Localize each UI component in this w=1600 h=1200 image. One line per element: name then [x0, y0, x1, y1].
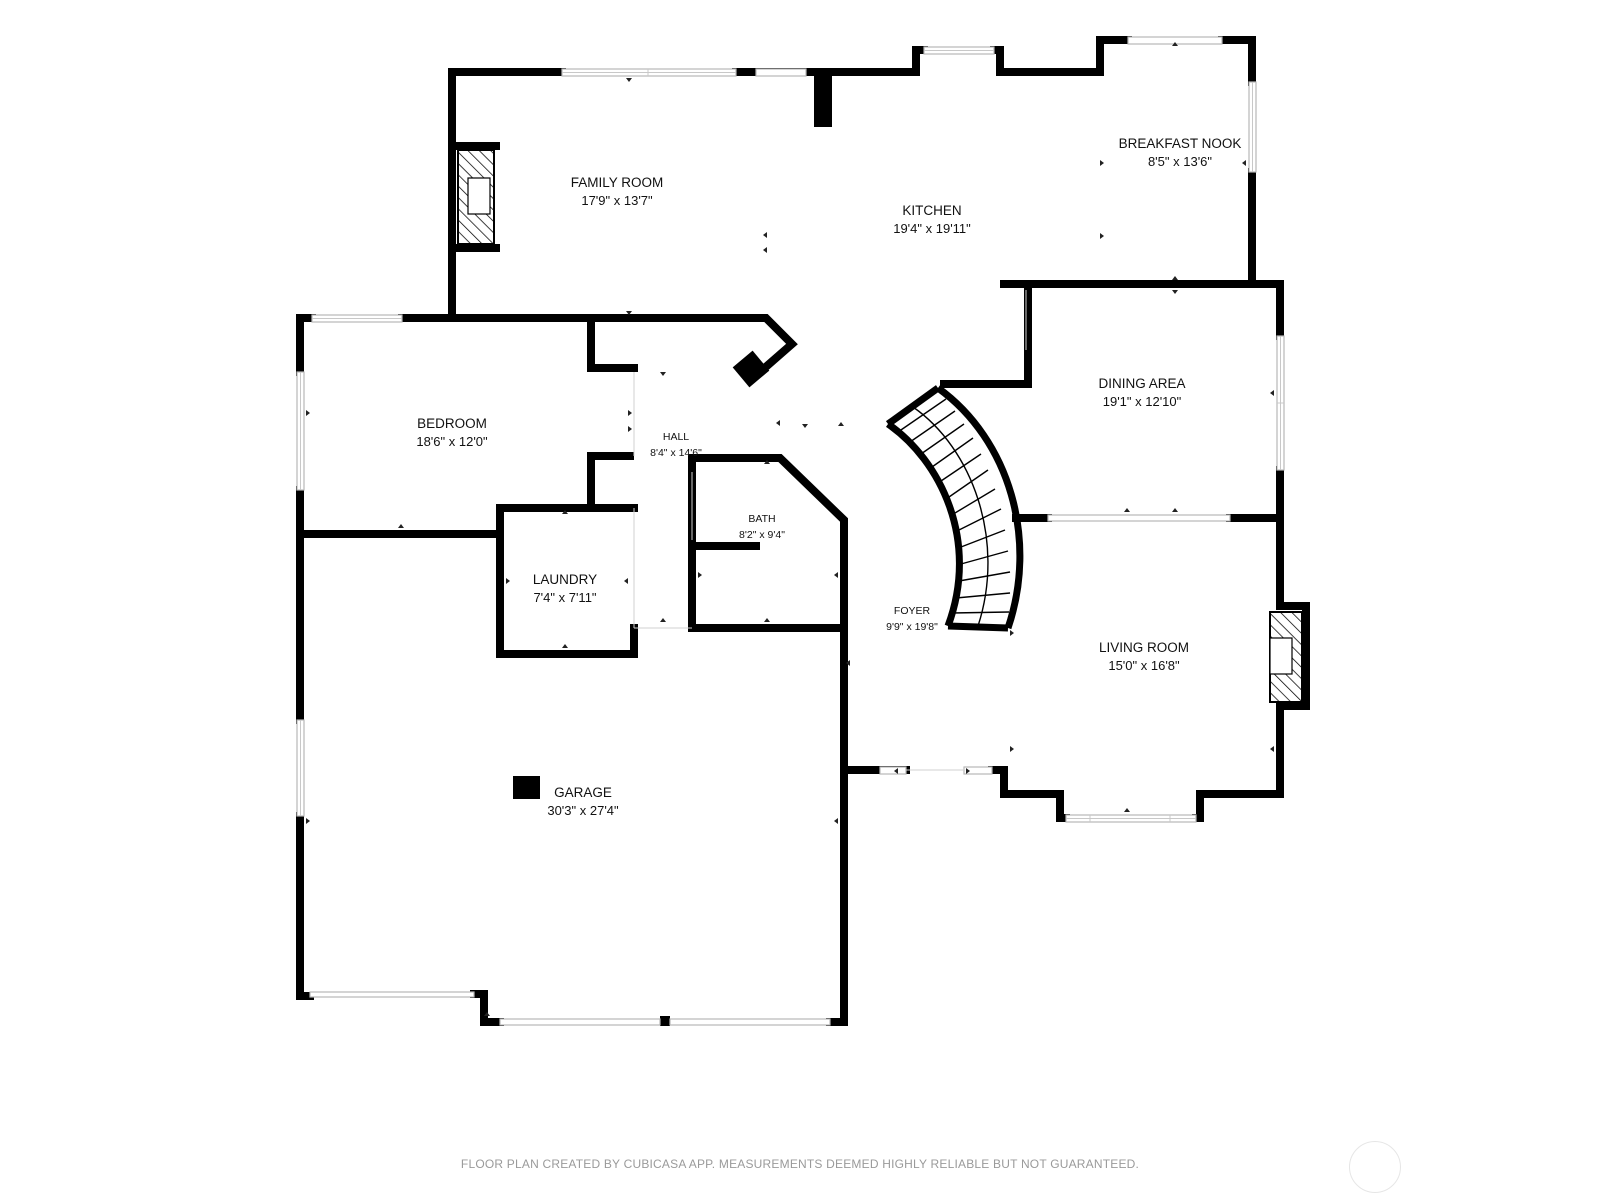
room-name: BATH — [748, 513, 775, 525]
room-name: FAMILY ROOM — [571, 175, 664, 190]
room-label-family-room: FAMILY ROOM 17'9" x 13'7" — [571, 175, 664, 208]
dimension-marker — [626, 78, 632, 82]
dimension-marker — [562, 644, 568, 648]
dimension-marker — [1010, 746, 1014, 752]
dimension-marker — [506, 578, 510, 584]
room-dimensions: 18'6" x 12'0" — [416, 434, 488, 449]
room-dimensions: 19'4" x 19'11" — [893, 221, 971, 236]
room-label-breakfast-nook: BREAKFAST NOOK 8'5" x 13'6" — [1119, 136, 1242, 169]
dimension-marker — [1172, 508, 1178, 512]
room-label-dining-area: DINING AREA 19'1" x 12'10" — [1098, 376, 1185, 409]
room-dimensions: 30'3" x 27'4" — [547, 803, 619, 818]
dimension-marker — [1270, 746, 1274, 752]
dimension-marker — [802, 424, 808, 428]
room-dimensions: 17'9" x 13'7" — [581, 193, 653, 208]
room-label-hall: HALL 8'4" x 14'6" — [650, 431, 702, 459]
room-label-garage: GARAGE 30'3" x 27'4" — [547, 785, 619, 818]
dimension-marker — [398, 524, 404, 528]
room-name: BEDROOM — [417, 416, 487, 431]
room-dimensions: 19'1" x 12'10" — [1103, 394, 1182, 409]
compass-icon — [1349, 1141, 1401, 1193]
dimension-marker — [698, 572, 702, 578]
dimension-marker — [1172, 276, 1178, 280]
room-label-living-room: LIVING ROOM 15'0" x 16'8" — [1099, 640, 1189, 673]
room-dimensions: 8'2" x 9'4" — [739, 529, 785, 541]
room-name: LIVING ROOM — [1099, 640, 1189, 655]
dimension-markers — [306, 42, 1274, 1016]
dimension-marker — [628, 426, 632, 432]
dimension-marker — [562, 510, 568, 514]
curved-staircase-icon — [885, 385, 1024, 632]
dimension-marker — [1124, 808, 1130, 812]
dimension-marker — [838, 422, 844, 426]
dimension-marker — [763, 247, 767, 253]
dimension-marker — [1270, 390, 1274, 396]
dimension-marker — [1172, 42, 1178, 46]
dimension-marker — [626, 311, 632, 315]
dimension-marker — [1242, 160, 1246, 166]
room-dimensions: 8'5" x 13'6" — [1148, 154, 1212, 169]
room-label-bath: BATH 8'2" x 9'4" — [739, 513, 785, 541]
fireplace-family-room — [457, 149, 495, 245]
fireplace-living-room — [1269, 611, 1303, 703]
dimension-marker — [306, 410, 310, 416]
dimension-marker — [628, 410, 632, 416]
dimension-marker — [834, 572, 838, 578]
room-name: HALL — [663, 431, 689, 443]
windows — [296, 36, 1285, 1026]
dimension-marker — [1172, 290, 1178, 294]
room-dimensions: 8'4" x 14'6" — [650, 447, 702, 459]
footer-disclaimer: FLOOR PLAN CREATED BY CUBICASA APP. MEAS… — [460, 1157, 1140, 1171]
room-label-foyer: FOYER 9'9" x 19'8" — [886, 605, 938, 633]
dimension-marker — [894, 768, 898, 774]
room-dimensions: 9'9" x 19'8" — [886, 621, 938, 633]
dimension-marker — [764, 460, 770, 464]
dimension-marker — [484, 1012, 490, 1016]
room-label-laundry: LAUNDRY 7'4" x 7'11" — [533, 572, 597, 605]
dimension-marker — [1100, 233, 1104, 239]
walls — [296, 36, 1310, 1026]
dimension-marker — [660, 618, 666, 622]
room-name: GARAGE — [554, 785, 612, 800]
room-name: DINING AREA — [1098, 376, 1185, 391]
dimension-marker — [306, 818, 310, 824]
room-name: BREAKFAST NOOK — [1119, 136, 1242, 151]
room-name: FOYER — [894, 605, 931, 617]
dimension-marker — [1100, 160, 1104, 166]
room-name: KITCHEN — [902, 203, 961, 218]
dimension-marker — [1010, 630, 1014, 636]
dimension-marker — [834, 818, 838, 824]
room-label-bedroom: BEDROOM 18'6" x 12'0" — [416, 416, 488, 449]
dimension-marker — [776, 420, 780, 426]
dimension-marker — [846, 660, 850, 666]
room-name: LAUNDRY — [533, 572, 597, 587]
dimension-marker — [764, 618, 770, 622]
room-dimensions: 15'0" x 16'8" — [1108, 658, 1180, 673]
dimension-marker — [966, 768, 970, 774]
dimension-marker — [1124, 508, 1130, 512]
dimension-marker — [624, 578, 628, 584]
room-dimensions: 7'4" x 7'11" — [533, 590, 596, 605]
dimension-marker — [763, 232, 767, 238]
room-label-kitchen: KITCHEN 19'4" x 19'11" — [893, 203, 971, 236]
dimension-marker — [660, 372, 666, 376]
